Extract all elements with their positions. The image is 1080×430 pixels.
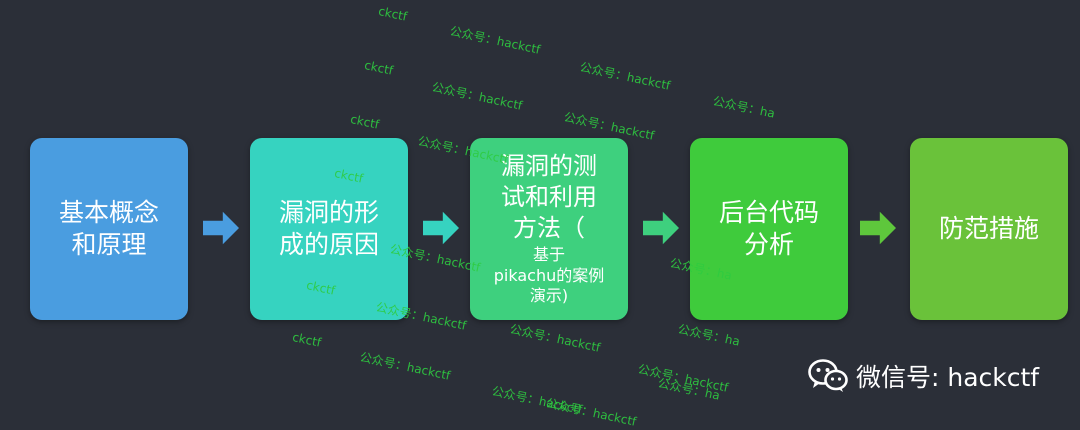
step-basic-concepts: 基本概念 和原理 — [30, 138, 188, 320]
watermark-text: 公众号：hackctf — [578, 59, 672, 93]
watermark-text: 公众号：hackctf — [544, 395, 638, 429]
watermark-text: ckctf — [349, 112, 381, 132]
watermark-text: 公众号：ha — [711, 93, 777, 121]
watermark-text: 公众号：hackctf — [448, 23, 542, 57]
watermark-text: 公众号：hackctf — [374, 299, 468, 333]
step-title: 防范措施 — [938, 214, 1039, 243]
wechat-id-label: 微信号: hackctf — [856, 363, 1040, 392]
step-title: 漏洞的测 试和利用 方法（ — [501, 152, 597, 242]
step-title: 后台代码 分析 — [718, 198, 819, 259]
step-title: 基本概念 和原理 — [58, 198, 159, 259]
wechat-icon — [808, 359, 848, 393]
step-title: 漏洞的形 成的原因 — [278, 198, 379, 259]
watermark-text: 公众号：ha — [676, 321, 742, 349]
step-vulnerability-causes: 漏洞的形 成的原因 — [250, 138, 408, 320]
wechat-brand: 微信号: hackctf — [808, 358, 1039, 394]
step-backend-code-analysis: 后台代码 分析 — [690, 138, 848, 320]
arrow-icon — [643, 211, 679, 245]
arrow-icon — [203, 211, 239, 245]
arrow-icon — [423, 211, 459, 245]
watermark-text: ckctf — [291, 330, 323, 350]
step-subtitle: 基于 pikachu的案例 演示) — [493, 245, 605, 306]
arrow-icon — [860, 211, 896, 245]
watermark-text: 公众号：hackctf — [508, 321, 602, 355]
watermark-text: 公众号：hackctf — [430, 79, 524, 113]
step-testing-exploitation: 漏洞的测 试和利用 方法（ 基于 pikachu的案例 演示) — [470, 138, 628, 320]
watermark-text: 公众号：hackctf — [358, 349, 452, 383]
step-prevention-measures: 防范措施 — [910, 138, 1068, 320]
watermark-text: ckctf — [363, 58, 395, 78]
watermark-text: ckctf — [377, 4, 409, 24]
